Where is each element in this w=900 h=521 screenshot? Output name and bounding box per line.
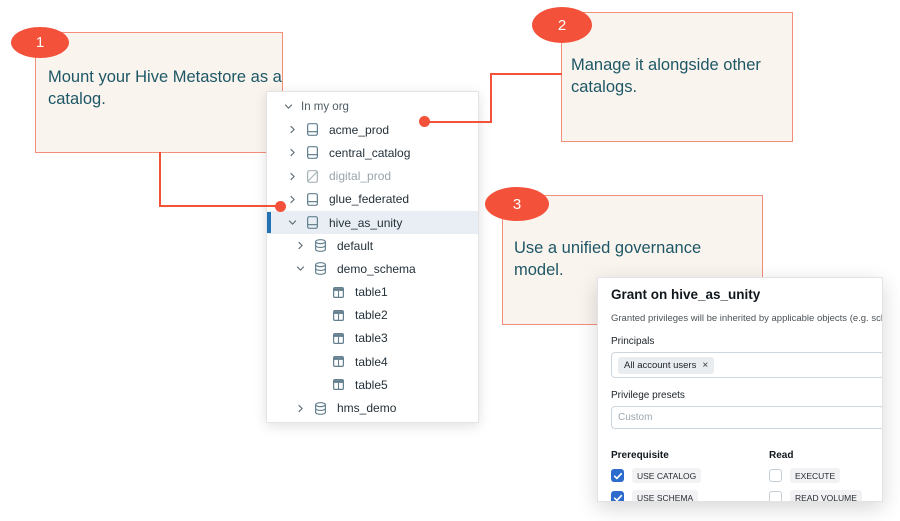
dialog-title: Grant on hive_as_unity <box>611 287 761 302</box>
tree-item-label: demo_schema <box>337 261 416 276</box>
tree-row-partial[interactable] <box>267 420 478 422</box>
schema-icon <box>313 261 328 276</box>
chevron-right-icon[interactable] <box>295 403 306 414</box>
connector-dot-1 <box>275 201 286 212</box>
privilege-tag: USE SCHEMA <box>632 490 699 501</box>
catalog-icon <box>305 215 320 230</box>
privilege-tag: USE CATALOG <box>632 468 702 483</box>
principals-label: Principals <box>611 336 655 347</box>
read-header: Read <box>769 450 794 461</box>
tree-row-default[interactable]: default <box>267 234 478 257</box>
schema-icon <box>313 238 328 253</box>
read-column: Read EXECUTE READ VOLUME <box>769 450 869 501</box>
checkbox-unchecked[interactable] <box>769 491 782 501</box>
step-badge-2: 2 <box>532 7 592 43</box>
chevron-right-icon[interactable] <box>287 147 298 158</box>
tree-item-label: table2 <box>355 308 388 323</box>
tree-row-acme-prod[interactable]: acme_prod <box>267 118 478 141</box>
table-icon <box>331 285 346 300</box>
callout-box-1 <box>35 32 283 153</box>
chevron-right-icon[interactable] <box>295 240 306 251</box>
tree-item-label: hms_demo <box>337 401 397 416</box>
presets-placeholder: Custom <box>618 412 653 423</box>
principals-input[interactable]: All account users × <box>611 352 882 378</box>
step-number-1: 1 <box>35 34 45 51</box>
step-badge-3: 3 <box>485 187 549 221</box>
chevron-down-icon[interactable] <box>283 101 294 112</box>
privilege-tag: EXECUTE <box>790 468 841 483</box>
checkbox-checked[interactable] <box>611 491 624 501</box>
chevron-right-icon[interactable] <box>287 124 298 135</box>
prerequisite-header: Prerequisite <box>611 450 669 461</box>
callout-box-2 <box>561 12 793 142</box>
privilege-row-use-schema: USE SCHEMA <box>611 490 769 501</box>
tree-item-label: glue_federated <box>329 192 410 207</box>
grant-dialog: Grant on hive_as_unity Granted privilege… <box>597 277 883 502</box>
chip-remove-icon[interactable]: × <box>702 359 709 371</box>
tree-item-label: table4 <box>355 354 388 369</box>
tree-item-label: default <box>337 238 374 253</box>
tree-row-table3[interactable]: table3 <box>267 327 478 350</box>
connector-line-2-vertical <box>490 73 492 123</box>
chevron-down-icon[interactable] <box>295 263 306 274</box>
step-badge-1: 1 <box>11 27 69 58</box>
privilege-row-read-volume: READ VOLUME <box>769 490 869 501</box>
step-number-3: 3 <box>512 195 522 213</box>
catalog-disabled-icon <box>305 169 320 184</box>
connector-dot-2 <box>419 116 430 127</box>
callout-text-3: Use a unified governance model. <box>514 239 702 279</box>
table-icon <box>331 331 346 346</box>
tree-row-glue-federated[interactable]: glue_federated <box>267 188 478 211</box>
connector-line-2-horizontal-b <box>490 73 562 75</box>
tree-row-digital-prod[interactable]: digital_prod <box>267 165 478 188</box>
callout-text-1: Mount your Hive Metastore as a catalog. <box>48 68 282 108</box>
catalog-icon <box>305 145 320 160</box>
tree-item-label: table1 <box>355 285 388 300</box>
callout-text-2: Manage it alongside other catalogs. <box>571 56 761 96</box>
chevron-right-icon[interactable] <box>287 194 298 205</box>
checkbox-checked[interactable] <box>611 469 624 482</box>
step-number-2: 2 <box>557 16 567 34</box>
privilege-row-use-catalog: USE CATALOG <box>611 468 769 483</box>
tree-row-table4[interactable]: table4 <box>267 350 478 373</box>
prerequisite-column: Prerequisite USE CATALOG USE SCHEMA <box>611 450 769 501</box>
tree-item-label: table5 <box>355 377 388 392</box>
privilege-grid: Prerequisite USE CATALOG USE SCHEMA Read… <box>611 450 869 501</box>
principal-chip-label: All account users <box>624 359 697 371</box>
catalog-tree-panel: In my org acme_prod central_catalog digi… <box>266 91 479 423</box>
connector-line-1-vertical <box>159 152 161 207</box>
tree-item-label: In my org <box>301 100 349 113</box>
catalog-icon <box>305 192 320 207</box>
catalog-icon <box>305 122 320 137</box>
principal-chip[interactable]: All account users × <box>618 356 715 374</box>
tree-row-in-my-org[interactable]: In my org <box>267 95 478 118</box>
chevron-down-icon[interactable] <box>287 217 298 228</box>
tree-row-table2[interactable]: table2 <box>267 304 478 327</box>
privilege-row-execute: EXECUTE <box>769 468 869 483</box>
tree-row-central-catalog[interactable]: central_catalog <box>267 141 478 164</box>
privilege-presets-label: Privilege presets <box>611 390 685 401</box>
chevron-right-icon[interactable] <box>287 171 298 182</box>
tree-row-hms-demo[interactable]: hms_demo <box>267 396 478 419</box>
privilege-tag: READ VOLUME <box>790 490 862 501</box>
checkbox-unchecked[interactable] <box>769 469 782 482</box>
tree-row-demo-schema[interactable]: demo_schema <box>267 257 478 280</box>
table-icon <box>331 354 346 369</box>
table-icon <box>331 377 346 392</box>
tree-item-label: hive_as_unity <box>329 215 403 230</box>
connector-line-1-horizontal <box>159 205 281 207</box>
schema-icon <box>313 401 328 416</box>
tree-row-hive-as-unity[interactable]: hive_as_unity <box>267 210 478 235</box>
tree-item-label: central_catalog <box>329 145 411 160</box>
tree-item-label: table3 <box>355 331 388 346</box>
privilege-presets-input[interactable]: Custom <box>611 406 882 429</box>
tree-item-label: digital_prod <box>329 169 392 184</box>
dialog-subtitle: Granted privileges will be inherited by … <box>611 313 883 324</box>
connector-line-2-horizontal-a <box>424 121 492 123</box>
table-icon <box>331 308 346 323</box>
tree-row-table5[interactable]: table5 <box>267 373 478 396</box>
tree-item-label: acme_prod <box>329 122 390 137</box>
tree-row-table1[interactable]: table1 <box>267 281 478 304</box>
